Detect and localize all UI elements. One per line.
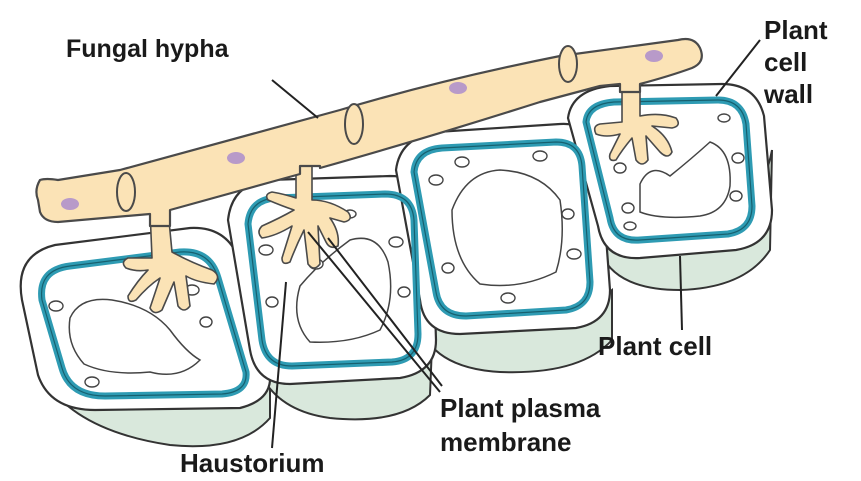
label-plant-plasma-membrane-line1: Plant plasma xyxy=(440,391,600,425)
label-plant-cell-wall: Plant cell wall xyxy=(764,14,828,110)
label-plant-cell-wall-line1: Plant xyxy=(764,14,828,46)
label-plant-plasma-membrane-line2: membrane xyxy=(440,425,600,459)
label-haustorium: Haustorium xyxy=(180,450,324,477)
vacuole-3 xyxy=(452,170,562,286)
label-fungal-hypha: Fungal hypha xyxy=(66,36,229,62)
label-plant-cell-wall-line2: cell xyxy=(764,46,828,78)
label-plant-cell: Plant cell xyxy=(598,333,712,360)
label-plant-cell-wall-line3: wall xyxy=(764,78,828,110)
leader-hypha xyxy=(272,80,318,118)
label-plant-plasma-membrane: Plant plasma membrane xyxy=(440,391,600,459)
